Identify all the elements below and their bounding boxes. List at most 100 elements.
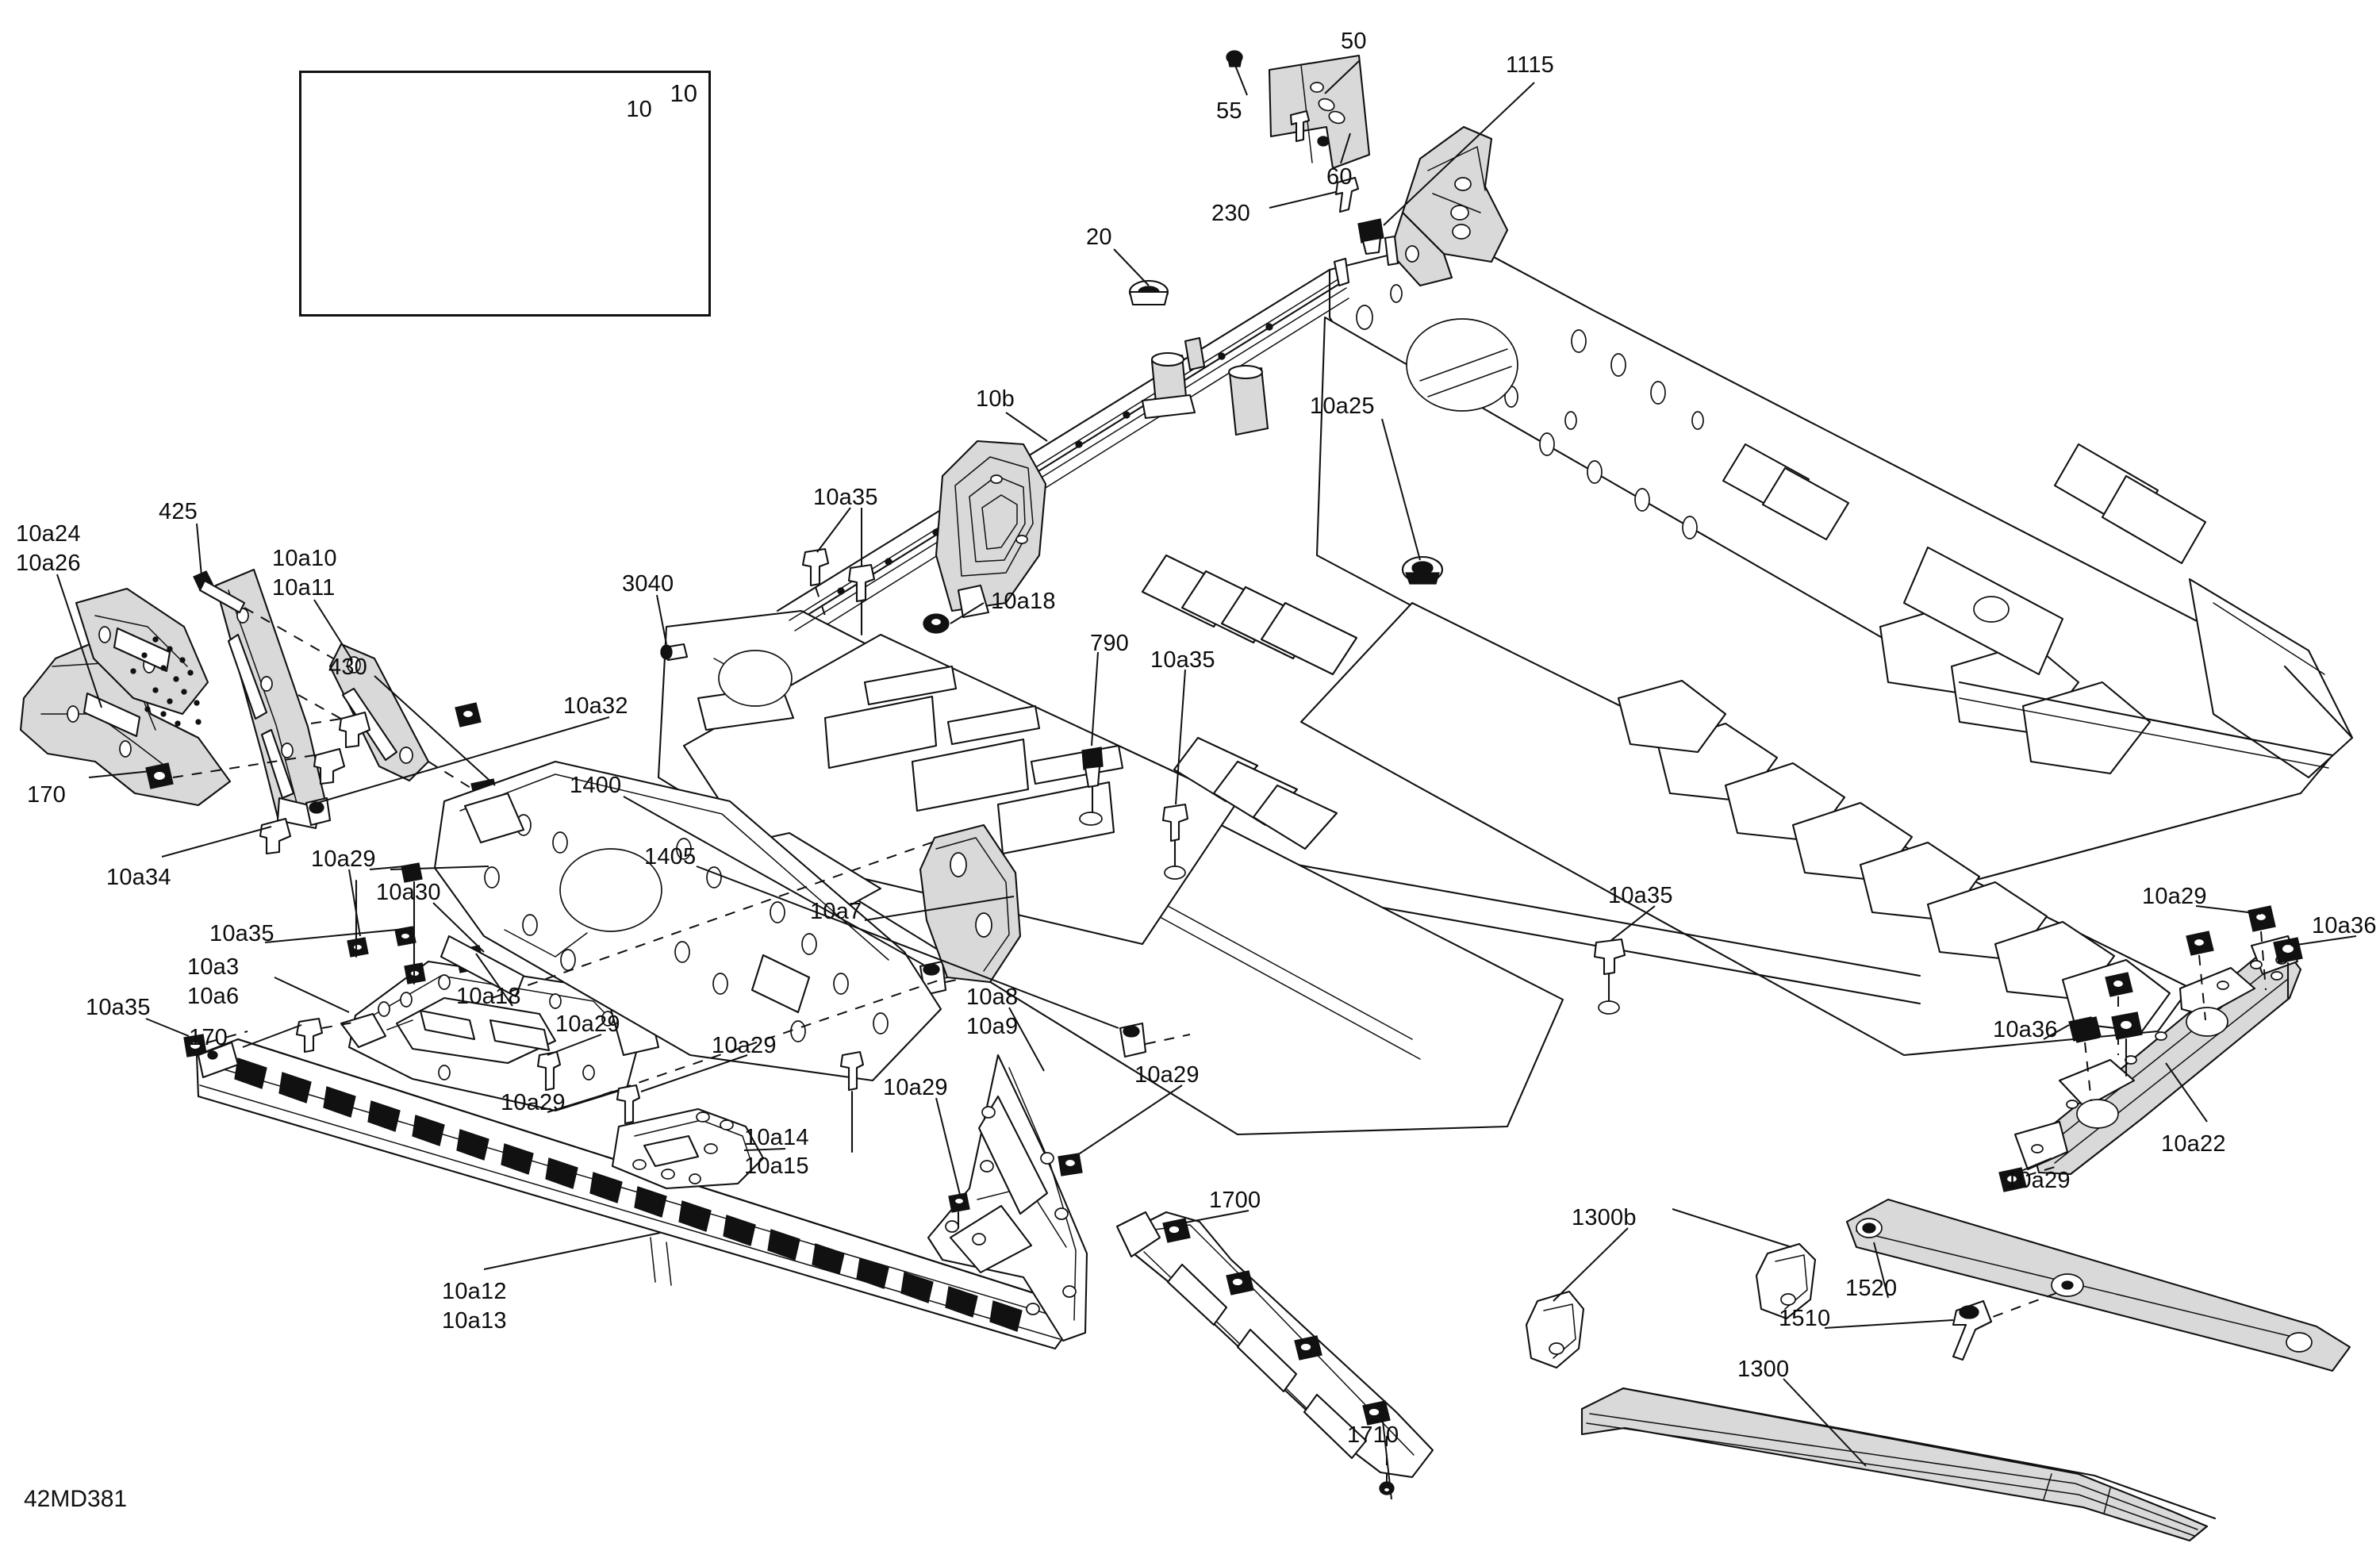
- callout-790: 790: [1090, 631, 1129, 656]
- callout-10a29: 10a29: [501, 1090, 566, 1115]
- callout-10a13: 10a13: [442, 1308, 507, 1334]
- part-10a34-strut: [214, 568, 327, 830]
- callout-1300: 1300: [1737, 1357, 1790, 1382]
- callout-10a6: 10a6: [187, 984, 240, 1009]
- part-1520-link: [1845, 1198, 2351, 1372]
- part-10a12-bumper-rail: [195, 1038, 1085, 1350]
- callout-10a32: 10a32: [563, 693, 628, 719]
- callout-10a29: 10a29: [555, 1011, 620, 1037]
- callout-10a26: 10a26: [16, 551, 81, 576]
- callout-1710: 1710: [1347, 1422, 1399, 1448]
- callout-10a9: 10a9: [966, 1014, 1019, 1039]
- sheet-code: 42MD381: [24, 1486, 128, 1512]
- callout-10a7: 10a7: [810, 899, 862, 924]
- callout-10a35: 10a35: [1608, 883, 1673, 908]
- part-20-grommet: [1128, 279, 1169, 306]
- callout-170: 170: [189, 1025, 228, 1050]
- part-10a14-bracket: [611, 1107, 765, 1190]
- callout-1300b: 1300b: [1572, 1205, 1637, 1230]
- callout-50: 50: [1341, 29, 1367, 54]
- callout-1400: 1400: [570, 773, 622, 798]
- callout-60: 60: [1326, 164, 1353, 190]
- callout-10: 10: [626, 97, 652, 122]
- callout-10a29: 10a29: [311, 846, 376, 872]
- callout-10a22: 10a22: [2161, 1131, 2226, 1157]
- callout-1700: 1700: [1209, 1188, 1261, 1213]
- fastener-425-bolt: [193, 570, 334, 659]
- fastener-1405: [1119, 1022, 1191, 1058]
- callout-10a15: 10a15: [744, 1153, 809, 1179]
- leader-lines: [56, 59, 2357, 1500]
- callout-10b: 10b: [976, 386, 1015, 412]
- callout-10a36: 10a36: [1993, 1017, 2058, 1042]
- part-10a18-grommet-a: [923, 613, 950, 634]
- part-1300-bumper: [1580, 1387, 2217, 1542]
- callout-10a29: 10a29: [883, 1075, 948, 1100]
- fastener-230: [1334, 176, 1360, 213]
- fastener-1115-nut: [1357, 218, 1384, 255]
- fastener-10a32: [305, 796, 332, 827]
- fasteners-10a29-triangle: [948, 1153, 1083, 1230]
- callout-1115: 1115: [1506, 52, 1555, 78]
- callout-10a11: 10a11: [272, 575, 336, 601]
- callout-10a35: 10a35: [1150, 647, 1215, 673]
- callout-10a29: 10a29: [2006, 1168, 2071, 1193]
- callout-10a14: 10a14: [744, 1125, 809, 1150]
- part-50-shield: [1268, 54, 1371, 170]
- part-10a30-side-plate: [433, 760, 953, 1096]
- callout-1520: 1520: [1845, 1276, 1898, 1301]
- callout-1510: 1510: [1779, 1306, 1831, 1331]
- fastener-790: [1079, 747, 1104, 826]
- part-10a24-running-board: [19, 587, 232, 807]
- fasteners-10a29-center: [536, 1050, 865, 1153]
- fastener-10a35-plate: [1161, 803, 1189, 880]
- callout-10a8: 10a8: [966, 985, 1019, 1010]
- part-10a10-link: [328, 643, 475, 791]
- fastener-3040: [660, 643, 689, 662]
- callout-10a29: 10a29: [2142, 884, 2207, 909]
- part-10a8-triangle-bracket: [927, 1054, 1088, 1342]
- callout-10a12: 10a12: [442, 1279, 507, 1304]
- callout-10a35: 10a35: [209, 921, 274, 946]
- callout-10a29: 10a29: [712, 1033, 777, 1058]
- inset-overview-box: 10: [299, 71, 711, 317]
- callout-10a24: 10a24: [16, 521, 81, 547]
- callout-20: 20: [1086, 225, 1112, 250]
- callout-10a30: 10a30: [376, 880, 441, 905]
- part-10a22-rail: [2013, 935, 2302, 1176]
- tunnel-stand-pipes: [1141, 336, 1269, 436]
- callout-10a18: 10a18: [991, 589, 1056, 614]
- callout-430: 430: [328, 654, 367, 680]
- callout-10a25: 10a25: [1310, 393, 1375, 419]
- part-10b-cowl: [935, 439, 1047, 619]
- callout-55: 55: [1216, 98, 1242, 124]
- fasteners-right-rail: [1998, 905, 2303, 1192]
- callout-10a10: 10a10: [272, 546, 337, 571]
- callout-10a18: 10a18: [456, 984, 521, 1009]
- callout-1405: 1405: [644, 844, 697, 869]
- part-1300b-clip-right: [1755, 1242, 1817, 1320]
- part-1700-side-rail: [1115, 1211, 1434, 1485]
- callout-425: 425: [159, 499, 198, 524]
- part-10a3-front-frame: [340, 960, 660, 1112]
- fastener-10a35-right: [1593, 938, 1626, 1015]
- callout-10a3: 10a3: [187, 954, 240, 980]
- fastener-10a35-top-pair: [801, 547, 876, 636]
- callout-10a35: 10a35: [813, 485, 878, 510]
- inset-callout-number: 10: [670, 79, 697, 107]
- fastener-1710: [1379, 1481, 1395, 1495]
- callout-10a34: 10a34: [106, 865, 171, 890]
- fastener-60: [1289, 109, 1311, 143]
- callout-10a29: 10a29: [1134, 1062, 1200, 1088]
- callout-230: 230: [1211, 201, 1250, 226]
- part-1115-bracket: [1388, 125, 1509, 287]
- tunnel-main-body: [657, 236, 2354, 1136]
- fastener-1510: [1952, 1299, 1993, 1361]
- callout-10a36: 10a36: [2312, 913, 2377, 938]
- callout-10a35: 10a35: [86, 995, 151, 1020]
- part-10a25-grommet: [1401, 555, 1444, 585]
- callout-170: 170: [27, 782, 66, 808]
- part-1300b-clip-left: [1525, 1290, 1585, 1369]
